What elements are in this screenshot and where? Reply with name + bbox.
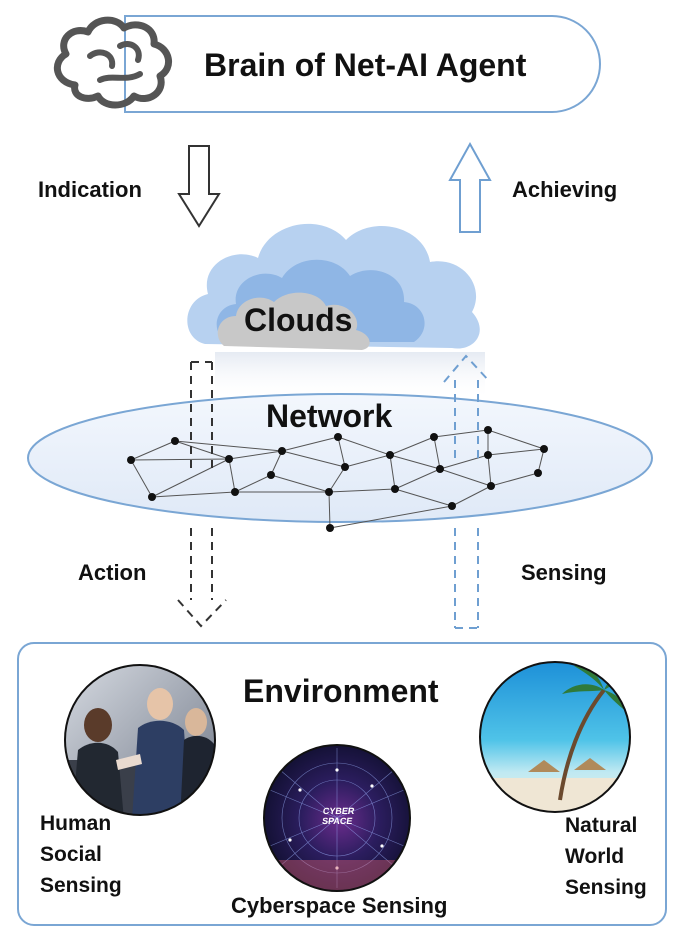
natural-world-line: Sensing [565,876,647,899]
cyber-logo-line: CYBER [322,806,356,816]
clouds-label: Clouds [244,302,353,338]
natural-world-line: World [565,845,625,868]
environment-label: Environment [243,673,439,709]
cloud-shape [187,223,485,400]
human-social-line: Human [40,812,112,835]
achieving-arrow [448,141,492,233]
natural-world-line: Natural [565,814,638,837]
action-connector-upper [190,361,213,470]
brain-title: Brain of Net-AI Agent [204,47,527,83]
brain-box [124,15,601,113]
action-arrow [177,528,227,628]
indication-label: Indication [38,177,142,202]
brain-icon [53,16,172,109]
cyber-logo-line: SPACE [321,816,354,826]
sensing-arrow [454,528,479,629]
network-label: Network [266,398,393,434]
cyberspace-sensing-label: Cyberspace Sensing [231,893,448,918]
action-label: Action [78,560,147,585]
network-ellipse [27,393,653,523]
human-social-sensing-label: Human Social Sensing [40,808,122,901]
natural-world-sensing-label: Natural World Sensing [565,810,647,903]
sensing-connector-upper [443,354,491,458]
sensing-label: Sensing [521,560,607,585]
achieving-label: Achieving [512,177,618,202]
cyber-logo-text: CYBER SPACE [317,806,360,826]
indication-arrow [177,145,221,228]
cyberspace-image [263,744,411,892]
human-social-image [64,664,216,816]
human-social-line: Sensing [40,874,122,897]
human-social-line: Social [40,843,102,866]
network-graph [127,426,548,532]
